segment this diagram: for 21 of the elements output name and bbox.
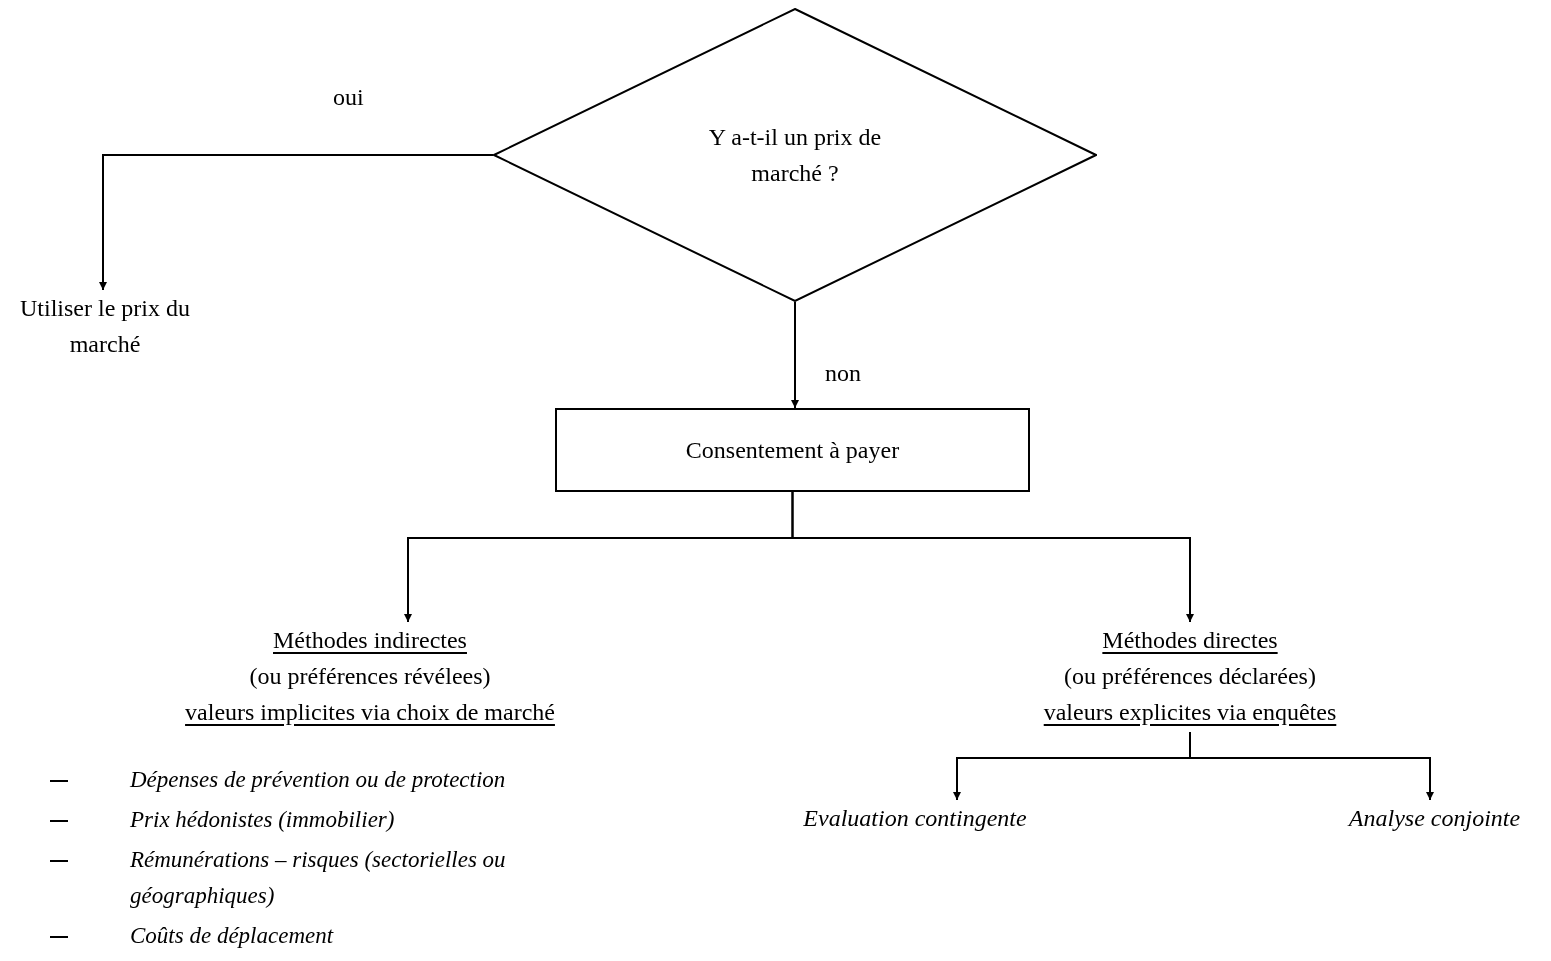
method-heading: valeurs explicites via enquêtes — [1043, 698, 1337, 727]
arrow — [791, 491, 1194, 623]
arrow — [99, 154, 494, 291]
list-item-text: Dépenses de prévention ou de protection — [130, 766, 507, 794]
method-heading: Méthodes indirectes — [273, 626, 467, 655]
method-heading: (ou préférences révélees) — [249, 662, 491, 691]
arrow — [1189, 731, 1434, 801]
arrow — [791, 301, 799, 409]
method-heading: Méthodes directes — [1102, 626, 1278, 655]
method-text: Analyse conjointe — [1348, 804, 1521, 833]
list-item-text: Rémunérations – risques (sectorielles ou géographiques) — [130, 846, 507, 910]
method-heading: (ou préférences déclarées) — [1064, 662, 1316, 691]
method-heading: valeurs implicites via choix de marché — [185, 698, 555, 727]
process-text: Consentement à payer — [685, 436, 900, 465]
process-box — [555, 408, 1030, 492]
decision-diamond — [493, 8, 1097, 302]
list-item-text: Coûts de déplacement — [130, 922, 335, 950]
method-text: Evaluation contingente — [803, 804, 1027, 833]
question-text: Y a-t-il un prix de marché ? — [707, 123, 883, 188]
outcome-text: Utiliser le prix du marché — [19, 294, 191, 359]
list-item-text: Prix hédonistes (immobilier) — [130, 806, 396, 834]
